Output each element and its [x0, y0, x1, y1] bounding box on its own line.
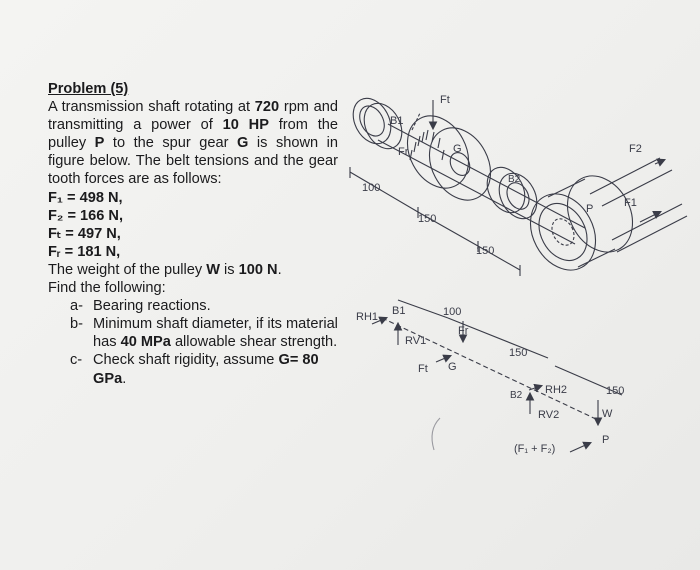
- task-b-marker: b-: [70, 316, 83, 333]
- label-f2: F2: [629, 143, 642, 155]
- fbd-label-f1f2: (F₁ + F₂): [514, 443, 555, 455]
- fbd-label-rv2: RV2: [538, 409, 559, 421]
- fbd-label-100: 100: [443, 306, 461, 318]
- fbd-label-150-b: 150: [606, 385, 624, 397]
- task-a-text: Bearing reactions.: [93, 298, 211, 315]
- task-a-marker: a-: [70, 298, 83, 315]
- task-c-text: Check shaft rigidity, assume G= 80 GPa.: [93, 352, 319, 387]
- task-a: a- Bearing reactions.: [48, 297, 338, 315]
- label-b1: B1: [390, 115, 403, 127]
- label-ft: Ft: [440, 94, 450, 106]
- fbd-label-w: W: [602, 408, 613, 420]
- pulley-weight-text: The weight of the pulley W is 100 N.: [48, 261, 282, 278]
- force-ft: Fₜ = 497 N,: [48, 225, 121, 242]
- isometric-shaft-figure: [349, 97, 688, 276]
- fbd-label-rh1: RH1: [356, 311, 378, 323]
- task-c-marker: c-: [70, 352, 83, 369]
- fbd-label-rv1: RV1: [405, 335, 426, 347]
- belt-strand-f2: [589, 157, 673, 207]
- f1f2-arrow: [569, 441, 593, 453]
- gear-g: [406, 115, 492, 201]
- task-b: b- Minimum shaft diameter, if its materi…: [48, 315, 338, 351]
- fbd-label-ft: Ft: [418, 363, 428, 375]
- pencil-mark: [431, 417, 441, 451]
- fbd-shaft-axis: [381, 317, 599, 421]
- fbd-dim-150-a: [447, 317, 549, 359]
- label-g: G: [453, 143, 462, 155]
- fbd-label-p: P: [602, 434, 609, 446]
- force-f1-arrow: [639, 211, 662, 223]
- fbd-label-rh2: RH2: [545, 384, 567, 396]
- task-c: c- Check shaft rigidity, assume G= 80 GP…: [48, 351, 338, 387]
- shaft: [377, 123, 586, 245]
- fbd-dim-150-b: [554, 365, 623, 396]
- label-f1: F1: [624, 197, 637, 209]
- ft-arrow: [435, 354, 453, 363]
- rh2-arrow: [528, 383, 544, 393]
- dim-label-150-a: 150: [418, 213, 436, 225]
- rh1-arrow: [371, 316, 389, 325]
- force-f2-arrow: [654, 158, 667, 167]
- problem-title: Problem (5): [48, 81, 129, 97]
- dim-line-150-b: [477, 245, 521, 276]
- fbd-label-b1: B1: [392, 305, 405, 317]
- bearing-b2: [486, 166, 538, 220]
- problem-text: Problem (5) A transmission shaft rotatin…: [48, 80, 338, 388]
- force-fr-arrow: [411, 112, 421, 131]
- force-fr: Fᵣ = 181 N,: [48, 243, 121, 260]
- dim-label-150-b: 150: [476, 245, 494, 257]
- pulley-p: [529, 175, 634, 271]
- bearing-b1: [352, 97, 403, 150]
- dim-label-100: 100: [362, 182, 380, 194]
- fbd-label-150-a: 150: [509, 347, 527, 359]
- fbd-label-g: G: [448, 361, 457, 373]
- fbd-dim-100: [397, 299, 449, 319]
- dim-line-100: [349, 167, 419, 218]
- label-b2: B2: [508, 174, 521, 185]
- find-heading: Find the following:: [48, 280, 166, 297]
- fbd-label-fr: Fr: [458, 325, 469, 337]
- task-b-text: Minimum shaft diameter, if its material …: [93, 316, 338, 351]
- problem-intro: A transmission shaft rotating at 720 rpm…: [48, 99, 339, 188]
- label-fr: Fr: [398, 146, 409, 158]
- fbd-label-b2: B2: [510, 390, 523, 401]
- free-body-diagram: [371, 299, 623, 453]
- label-p: P: [586, 203, 593, 215]
- force-f2: F₂ = 166 N,: [48, 207, 124, 224]
- belt-strand-f1: [611, 203, 688, 253]
- force-f1: F₁ = 498 N,: [48, 189, 123, 206]
